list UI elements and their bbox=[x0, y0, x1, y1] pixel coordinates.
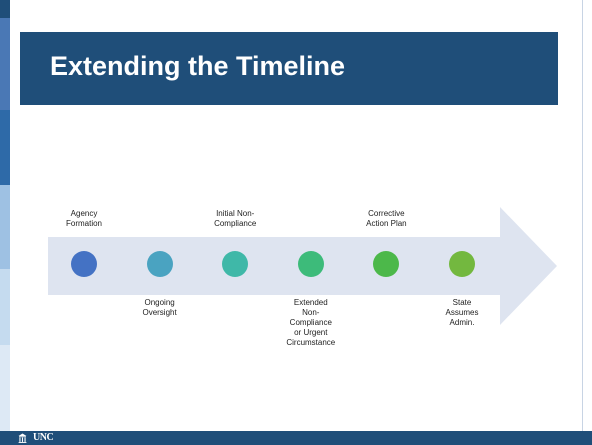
accent-segment bbox=[0, 110, 10, 185]
logo-text: UNC bbox=[33, 432, 54, 443]
timeline-label-line: Non- bbox=[302, 308, 320, 317]
old-well-icon bbox=[18, 433, 27, 443]
timeline-label-line: State bbox=[452, 298, 472, 307]
accent-segment bbox=[0, 0, 10, 18]
unc-logo: UNC bbox=[18, 432, 54, 443]
timeline-label-line: Corrective bbox=[368, 209, 405, 218]
right-divider bbox=[582, 0, 583, 445]
accent-segment bbox=[0, 269, 10, 345]
timeline-label-line: Action Plan bbox=[366, 219, 407, 228]
timeline-dot bbox=[222, 251, 249, 277]
timeline-dot bbox=[373, 251, 400, 277]
slide-title: Extending the Timeline bbox=[50, 51, 346, 81]
left-accent-band bbox=[0, 0, 10, 445]
timeline-label-line: Formation bbox=[65, 219, 102, 228]
timeline-dot bbox=[146, 251, 173, 277]
accent-segment bbox=[0, 185, 10, 269]
timeline-label-line: Extended bbox=[293, 298, 328, 307]
timeline-label-line: Oversight bbox=[142, 308, 177, 317]
timeline-label-line: Ongoing bbox=[144, 298, 175, 307]
accent-segment bbox=[0, 18, 10, 110]
accent-segment bbox=[0, 345, 10, 431]
timeline-dot bbox=[449, 251, 475, 277]
timeline-dot bbox=[71, 251, 97, 277]
timeline-label-line: Compliance bbox=[214, 219, 257, 228]
timeline-label-line: Initial Non- bbox=[216, 209, 255, 218]
footer-bar: UNC bbox=[0, 431, 592, 445]
timeline-label-line: or Urgent bbox=[294, 328, 328, 337]
timeline-label-line: Assumes bbox=[445, 308, 479, 317]
title-bar: Extending the Timeline bbox=[20, 32, 558, 105]
timeline-label-line: Agency bbox=[70, 209, 98, 218]
timeline-label-line: Circumstance bbox=[286, 338, 336, 347]
timeline-label: Initial Non-Compliance bbox=[185, 209, 285, 229]
timeline-label-line: Admin. bbox=[449, 318, 475, 327]
timeline-label-line: Compliance bbox=[289, 318, 332, 327]
timeline-dot bbox=[297, 251, 324, 277]
